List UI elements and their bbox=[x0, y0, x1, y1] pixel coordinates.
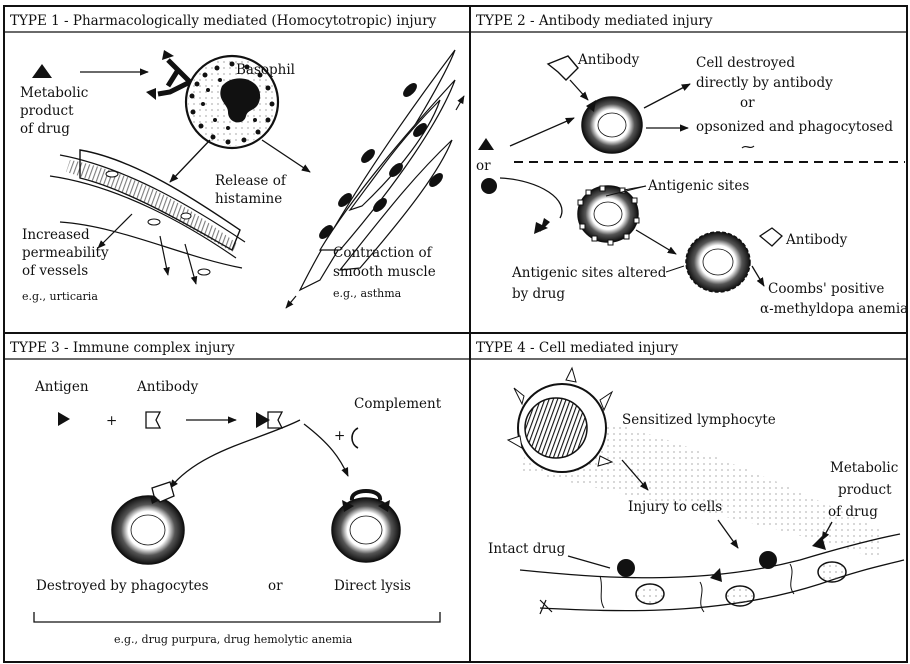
altered-label-2: by drug bbox=[512, 286, 565, 302]
metabolic-label-1: Metabolic bbox=[830, 460, 898, 476]
destroyed-label-2: directly by antibody bbox=[696, 75, 833, 91]
plus-label-2: + bbox=[334, 428, 345, 444]
release-label-2: histamine bbox=[215, 191, 282, 207]
lysis-label: Direct lysis bbox=[334, 578, 411, 594]
destroyed-label-1: Cell destroyed bbox=[696, 55, 795, 71]
permeability-label-1: Increased bbox=[22, 227, 90, 243]
metabolic-label-3: of drug bbox=[20, 121, 70, 137]
antibody-bottom-label: Antibody bbox=[785, 232, 848, 248]
metabolic-label-2: product bbox=[20, 103, 74, 119]
opsonized-label: opsonized and phagocytosed bbox=[696, 119, 893, 135]
contraction-label-2: smooth muscle bbox=[333, 264, 436, 280]
intact-drug-icon bbox=[617, 559, 635, 577]
phagocyte-cell bbox=[112, 482, 184, 564]
intact-drug-icon bbox=[759, 551, 777, 569]
coombs-label-2: α-methyldopa anemia bbox=[760, 301, 908, 317]
plus-label-1: + bbox=[106, 413, 117, 429]
complement-icon bbox=[352, 428, 358, 448]
type3-eg: e.g., drug purpura, drug hemolytic anemi… bbox=[114, 633, 353, 646]
permeability-label-3: of vessels bbox=[22, 263, 88, 279]
metabolic-label-1: Metabolic bbox=[20, 85, 88, 101]
type2-header: TYPE 2 - Antibody mediated injury bbox=[476, 13, 713, 29]
release-label-1: Release of bbox=[215, 173, 287, 189]
or-label: or bbox=[268, 578, 283, 594]
coombs-label-1: Coombs' positive bbox=[768, 281, 884, 297]
intact-drug-label: Intact drug bbox=[488, 541, 566, 557]
type1-panel: Metabolic product of drug bbox=[20, 50, 464, 308]
ige-receptor-icon bbox=[146, 50, 190, 100]
antibody-icon bbox=[548, 56, 578, 80]
or-label: or bbox=[476, 158, 491, 174]
antigen-icon bbox=[58, 412, 70, 426]
antibody-icon bbox=[760, 228, 782, 246]
type3-header: TYPE 3 - Immune complex injury bbox=[10, 340, 235, 356]
antibody-label: Antibody bbox=[136, 379, 199, 395]
metabolic-label-2: product bbox=[838, 482, 892, 498]
type1-header: TYPE 1 - Pharmacologically mediated (Hom… bbox=[10, 13, 437, 29]
permeability-eg: e.g., urticaria bbox=[22, 290, 98, 303]
type4-header: TYPE 4 - Cell mediated injury bbox=[476, 340, 679, 356]
type4-panel: Sensitized lymphocyte Metabolic product … bbox=[488, 368, 904, 614]
basophil-label: Basophil bbox=[236, 62, 295, 78]
sensitized-lymphocyte bbox=[508, 368, 612, 472]
metabolic-label-3: of drug bbox=[828, 504, 878, 520]
antibody-icon bbox=[146, 412, 160, 428]
permeability-label-2: permeability bbox=[22, 245, 109, 261]
type2-panel: Antibody Cell destroyed directly by anti… bbox=[476, 52, 908, 317]
immune-complex-icon bbox=[256, 412, 282, 428]
bracket bbox=[34, 612, 440, 622]
lysis-cell bbox=[332, 491, 400, 562]
drug-triangle-icon bbox=[32, 64, 52, 78]
destroyed-label-3: or bbox=[740, 95, 755, 111]
injury-label: Injury to cells bbox=[628, 499, 722, 515]
drug-circle-icon bbox=[481, 178, 497, 194]
contraction-eg: e.g., asthma bbox=[333, 287, 402, 300]
antigen-label: Antigen bbox=[34, 379, 89, 395]
rbc-altered bbox=[686, 232, 750, 292]
type3-panel: Antigen Antibody + Complement + bbox=[34, 379, 442, 646]
contraction-label-1: Contraction of bbox=[333, 245, 433, 261]
complement-label: Complement bbox=[354, 396, 442, 412]
altered-label-1: Antigenic sites altered bbox=[511, 265, 667, 281]
destroyed-phagocytes-label: Destroyed by phagocytes bbox=[36, 578, 209, 594]
rbc-middle bbox=[578, 186, 639, 245]
antigenic-sites-label: Antigenic sites bbox=[647, 178, 749, 194]
antibody-top-label: Antibody bbox=[577, 52, 640, 68]
drug-triangle-icon bbox=[478, 138, 494, 150]
rbc-top bbox=[582, 97, 642, 153]
lymphocyte-label: Sensitized lymphocyte bbox=[622, 412, 776, 428]
